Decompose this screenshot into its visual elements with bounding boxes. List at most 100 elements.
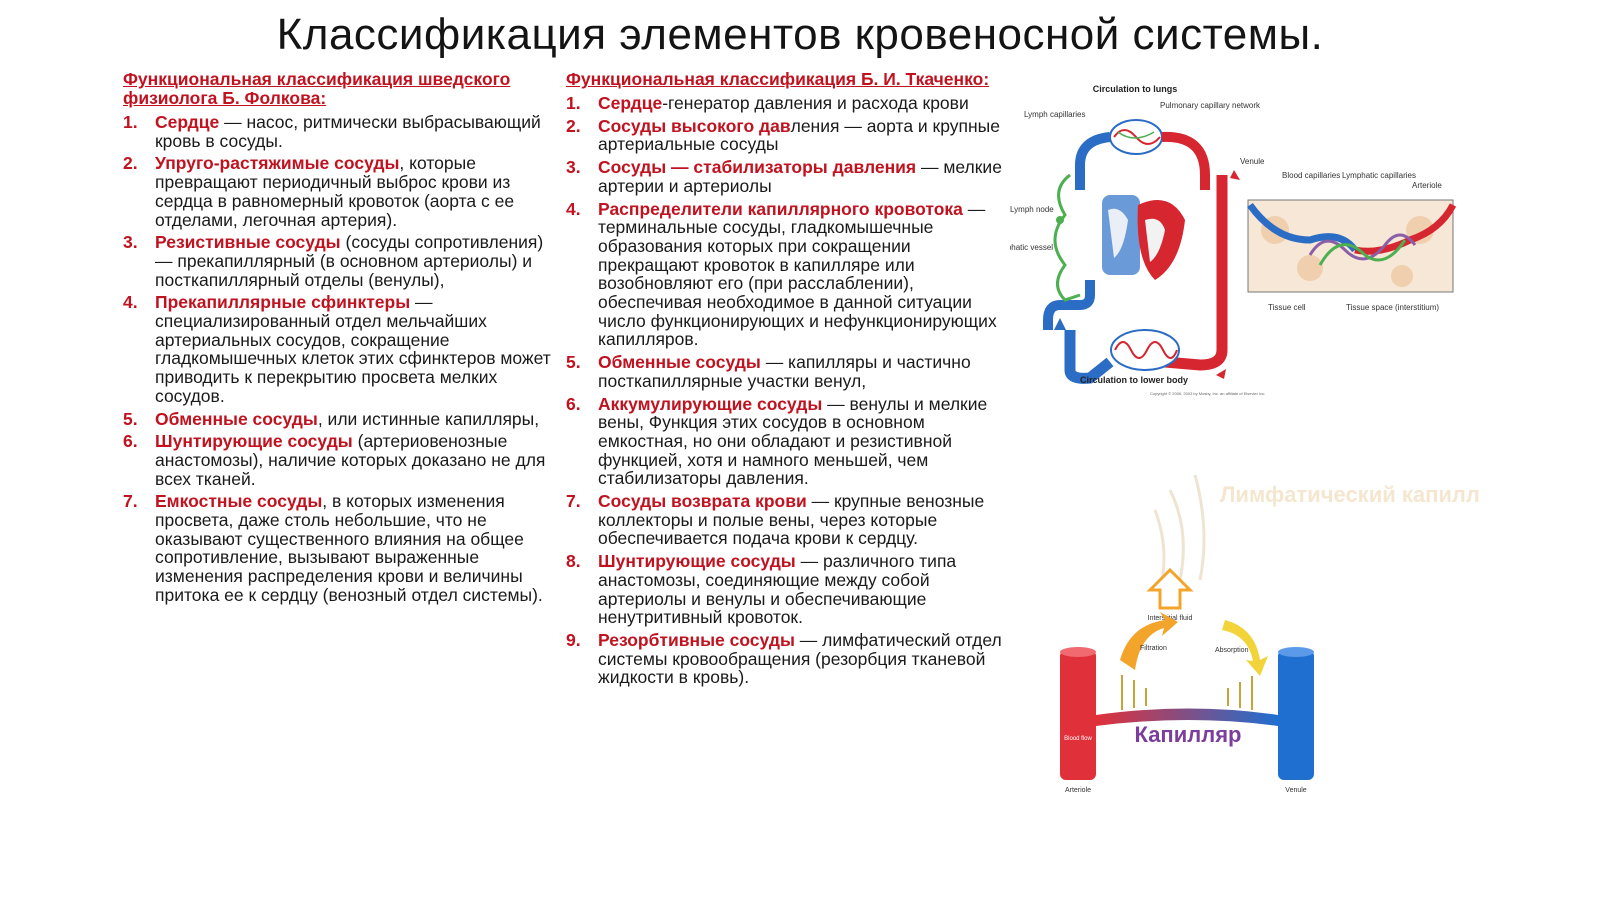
- list-item: 3.Сосуды — стабилизаторы давления — мелк…: [566, 157, 1002, 196]
- list-item: 7.Сосуды возврата крови — крупные венозн…: [566, 491, 985, 549]
- label-to-lungs: Circulation to lungs: [1093, 84, 1178, 94]
- term: Аккумулирующие сосуды: [598, 393, 823, 414]
- definition: — капилляры и частично посткапиллярные у…: [598, 352, 971, 391]
- label-absorption: Absorption: [1215, 647, 1249, 654]
- fluid-flow-arrows: [1121, 675, 1253, 710]
- inset-blood-capillary: [1308, 233, 1417, 261]
- inferior-vein: [1064, 330, 1114, 384]
- pulmonary-capillary-loop: [1113, 129, 1161, 145]
- faded-lymph-title: Лимфатический капилляр: [1220, 482, 1480, 507]
- list-item: 6.Шунтирующие сосуды (артериовенозные ан…: [123, 431, 546, 489]
- definition: , в которых изменения просвета, даже сто…: [155, 491, 543, 605]
- list-item: 6.Аккумулирующие сосуды — венулы и мелки…: [566, 393, 988, 489]
- up-arrow-icon: [1146, 567, 1194, 610]
- venule-tube: [1278, 650, 1314, 780]
- list-item: 1.Сердце-генератор давления и расхода кр…: [566, 93, 969, 113]
- list-item: 8.Шунтирующие сосуды — различного типа а…: [566, 551, 957, 628]
- label-venule: Venule: [1285, 787, 1307, 794]
- definition: — лимфатический отдел системы кровообращ…: [598, 629, 1002, 688]
- list-item: 4.Прекапиллярные сфинктеры — специализир…: [123, 292, 551, 406]
- list-item: 3.Резистивные сосуды (сосуды сопротивлен…: [123, 232, 544, 290]
- tkachenko-heading: Функциональная классификация Б. И. Ткаче…: [566, 69, 990, 89]
- term: Сосуды высокого дав: [598, 115, 791, 136]
- arrow-icon: [1216, 369, 1226, 379]
- term: Сосуды — стабилизаторы давления: [598, 157, 917, 178]
- label-arteriole: Arteriole: [1412, 181, 1442, 190]
- definition: — специализированный отдел мельчайших ар…: [155, 292, 551, 406]
- arrow-icon: [1054, 318, 1066, 330]
- definition: -генератор давления и расхода крови: [662, 93, 969, 113]
- label-lymphatic-vessel: Lymphatic vessel: [1010, 243, 1053, 252]
- list-item: 2.Сосуды высокого давления — аорта и кру…: [566, 115, 1000, 155]
- list-item: 7.Емкостные сосуды, в которых изменения …: [123, 491, 543, 605]
- capillary-diagram: Лимфатический капилляр Interstitial flui…: [1060, 474, 1480, 794]
- term: Шунтирующие сосуды: [155, 431, 353, 452]
- label-lymph-capillaries: Lymph capillaries: [1024, 110, 1086, 119]
- lymphatic-vessel: [1053, 173, 1081, 302]
- systemic-capillaries: [1110, 329, 1180, 371]
- heart-chamber: [1145, 218, 1165, 262]
- folkov-heading: Функциональная классификация шведского ф…: [123, 69, 511, 108]
- label-capillary-main: Капилляр: [1135, 722, 1242, 747]
- list-item: 4.Распределители капиллярного кровотока …: [566, 198, 997, 350]
- tissue-cell: [1297, 255, 1323, 281]
- pulmonary-artery: [1161, 131, 1210, 190]
- term: Резистивные сосуды: [155, 232, 341, 253]
- term: Прекапиллярные сфинктеры: [155, 292, 411, 313]
- pulmonary-vein: [1075, 132, 1111, 190]
- circulation-diagram: Circulation to lungs Pulmonary capillary…: [1010, 84, 1457, 396]
- folkov-list: 1.Сердце — насос, ритмически выбрасывающ…: [123, 113, 565, 605]
- list-item: 1.Сердце — насос, ритмически выбрасывающ…: [123, 112, 541, 151]
- arrow-icon: [1230, 170, 1240, 180]
- label-filtration: Filtration: [1140, 645, 1167, 652]
- term: Сосуды возврата крови: [598, 491, 807, 512]
- vena-cava: [1043, 280, 1095, 330]
- label-lymph-node: Lymph node: [1010, 205, 1054, 214]
- list-item: 5.Обменные сосуды, или истинные капилляр…: [123, 408, 540, 429]
- definition: ления — аорта и крупные артериальные сос…: [598, 115, 1000, 155]
- list-item: 5.Обменные сосуды — капилляры и частично…: [566, 352, 971, 391]
- list-item: 9.Резорбтивные сосуды — лимфатический от…: [566, 629, 1002, 688]
- aorta: [1164, 175, 1228, 371]
- inset-venule: [1247, 202, 1358, 253]
- term: Емкостные сосуды: [155, 491, 323, 512]
- page-title: Классификация элементов кровеносной сист…: [276, 10, 1324, 59]
- label-lymphatic-capillaries: Lymphatic capillaries: [1342, 171, 1416, 180]
- arteriole-tube: [1060, 650, 1096, 780]
- definition: — крупные венозные коллекторы и полые ве…: [598, 491, 985, 549]
- label-arteriole: Arteriole: [1065, 787, 1091, 794]
- label-venule: Venule: [1240, 157, 1265, 166]
- label-pulmonary: Pulmonary capillary network: [1160, 101, 1261, 110]
- definition: (артериовенозные анастомозы), наличие ко…: [155, 431, 546, 489]
- folkov-classification: Функциональная классификация шведского ф…: [123, 70, 565, 609]
- label-blood-capillaries: Blood capillaries: [1282, 171, 1340, 180]
- filtration-arrow-icon: [1120, 612, 1178, 670]
- term: Обменные сосуды: [155, 408, 318, 429]
- tkachenko-list: 1.Сердце-генератор давления и расхода кр…: [566, 94, 1011, 687]
- definition: — венулы и мелкие вены, Функция этих сос…: [598, 393, 988, 489]
- definition: — терминальные сосуды, гладкомышечные об…: [598, 198, 997, 350]
- inset-lymphatic-capillary: [1318, 239, 1407, 266]
- definition: (сосуды сопротивления) — прекапиллярный …: [155, 232, 544, 290]
- definition: — насос, ритмически выбрасывающий кровь …: [155, 112, 541, 151]
- definition: — мелкие артерии и артериолы: [598, 157, 1002, 196]
- copyright-note: Copyright © 2006, 2003 by Mosby, Inc. an…: [1150, 391, 1266, 396]
- term: Шунтирующие сосуды: [598, 551, 796, 572]
- term: Сердце: [155, 112, 220, 132]
- capillary-tube: [1096, 708, 1278, 726]
- label-tissue-cell: Tissue cell: [1268, 303, 1306, 312]
- absorption-arrow-icon: [1222, 620, 1268, 676]
- label-tissue-space: Tissue space (interstitium): [1346, 303, 1439, 312]
- tkachenko-classification: Функциональная классификация Б. И. Ткаче…: [566, 70, 1011, 691]
- list-item: 2.Упруго-растяжимые сосуды, которые прев…: [123, 153, 515, 230]
- tissue-cell: [1391, 265, 1413, 287]
- term: Резорбтивные сосуды: [598, 629, 795, 650]
- systemic-capillary-loop: [1114, 341, 1178, 359]
- label-to-lower-body: Circulation to lower body: [1080, 375, 1188, 385]
- lymph-capillary-loop: [1117, 131, 1155, 139]
- term: Распределители капиллярного кровотока: [598, 198, 963, 219]
- definition: — различного типа анастомозы, соединяющи…: [598, 551, 957, 628]
- arteriole-opening: [1060, 647, 1096, 657]
- term: Упруго-растяжимые сосуды: [155, 153, 400, 174]
- term: Сердце: [598, 93, 663, 113]
